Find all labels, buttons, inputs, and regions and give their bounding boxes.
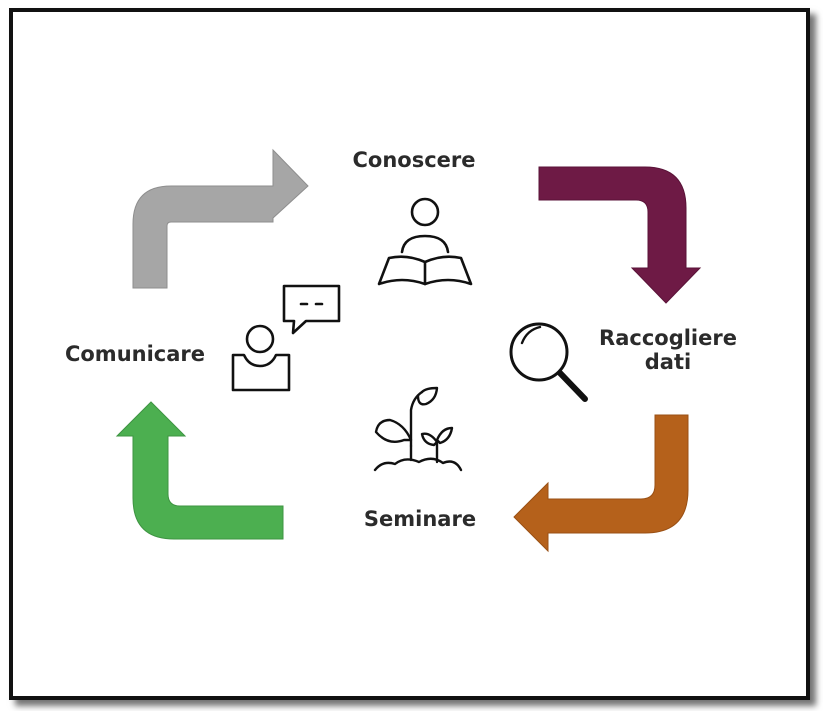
arrow-orange: [513, 414, 689, 553]
person-speech-bubble-icon: [231, 284, 341, 392]
arrow-green: [115, 401, 284, 540]
stage-label-conoscere: Conoscere: [352, 148, 476, 172]
stage-label-seminare: Seminare: [363, 507, 477, 531]
sprout-icon: [373, 386, 463, 472]
stage-label-comunicare: Comunicare: [64, 342, 206, 366]
reading-person-icon: [377, 197, 473, 286]
magnifier-icon: [509, 322, 588, 402]
arrow-maroon: [538, 166, 702, 304]
diagram-frame: [9, 8, 810, 700]
arrow-gray: [132, 148, 309, 289]
stage-label-raccogliere-dati: Raccogliere dati: [599, 326, 737, 374]
